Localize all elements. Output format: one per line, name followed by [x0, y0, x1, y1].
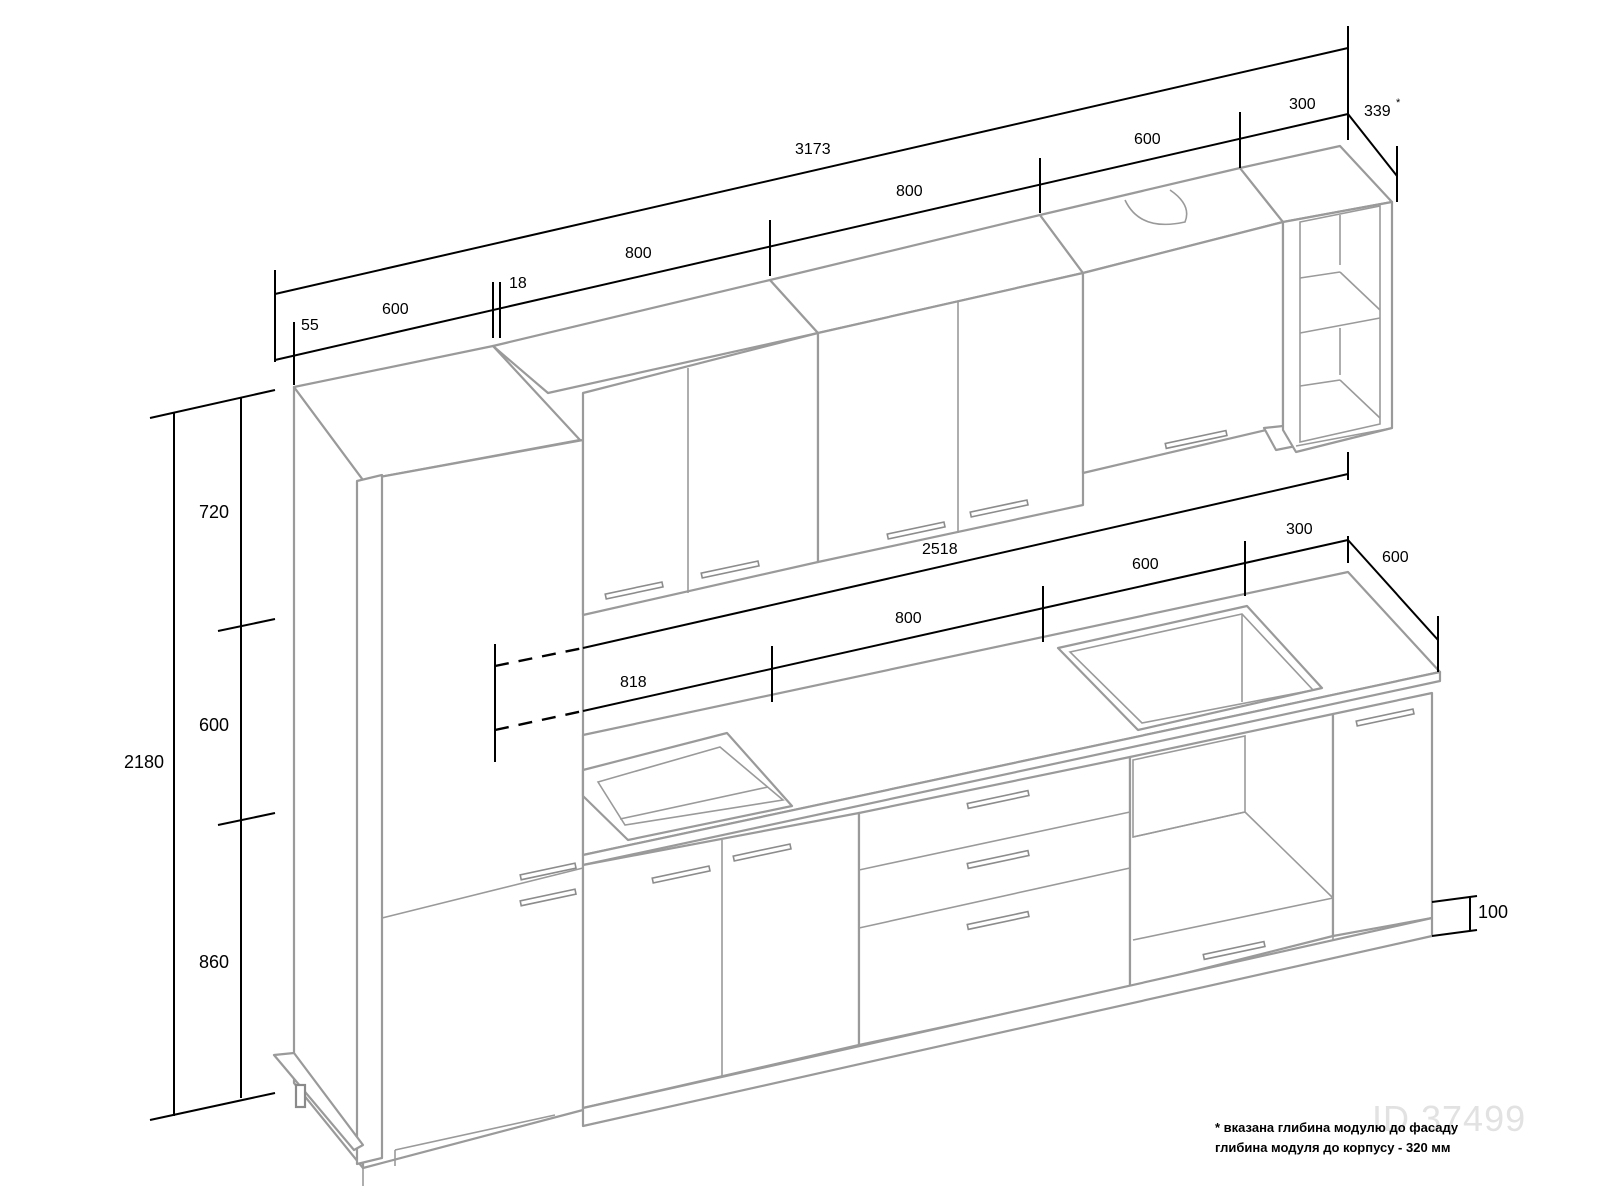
dim-lower-818: 818: [620, 674, 647, 691]
dim-height-720: 720: [199, 502, 229, 522]
depth-note: * вказана глибина модулю до фасаду глиби…: [1215, 1118, 1458, 1158]
upper-open-shelf: [1238, 144, 1394, 454]
tall-column-cabinet: [272, 344, 585, 1186]
lower-cabinet-end: [1331, 691, 1434, 952]
upper-dimension-lines: [274, 26, 1398, 385]
dimension-labels: 3173 55 600 18 800 800 600 300 339 * 251…: [124, 96, 1508, 972]
dim-lower-300: 300: [1286, 521, 1313, 538]
cooktop: [581, 731, 794, 842]
depth-note-line2: глибина модуля до корпусу - 320 мм: [1215, 1140, 1451, 1155]
upper-cabinet-2: [768, 213, 1085, 564]
depth-note-line1: * вказана глибина модулю до фасаду: [1215, 1120, 1459, 1135]
dim-upper-55: 55: [301, 317, 319, 334]
height-dimension-lines: [149, 389, 276, 1121]
sink: [1056, 604, 1324, 732]
dim-upper-339-star: *: [1396, 97, 1401, 109]
upper-cabinet-1: [491, 278, 820, 617]
dim-upper-300: 300: [1289, 96, 1316, 113]
dim-total-lower: 2518: [922, 541, 958, 558]
dim-lower-800: 800: [895, 610, 922, 627]
upper-hood-cabinet: [1038, 166, 1298, 475]
dim-upper-800-b: 800: [896, 183, 923, 200]
lower-dimension-lines: [494, 452, 1478, 937]
dim-upper-18: 18: [509, 275, 527, 292]
dim-height-600: 600: [199, 715, 229, 735]
dim-total-height: 2180: [124, 752, 164, 772]
dim-upper-600-a: 600: [382, 301, 409, 318]
dim-upper-600-b: 600: [1134, 131, 1161, 148]
dim-lower-600: 600: [1132, 556, 1159, 573]
watermark: ID 37499: [1372, 1098, 1527, 1139]
dim-height-860: 860: [199, 952, 229, 972]
dim-total-upper: 3173: [795, 141, 831, 158]
lower-cabinet-1: [581, 811, 861, 1110]
dim-lower-depth-600: 600: [1382, 549, 1409, 566]
dim-plinth-100: 100: [1478, 902, 1508, 922]
dim-upper-800-a: 800: [625, 245, 652, 262]
dim-upper-339: 339: [1364, 103, 1391, 120]
